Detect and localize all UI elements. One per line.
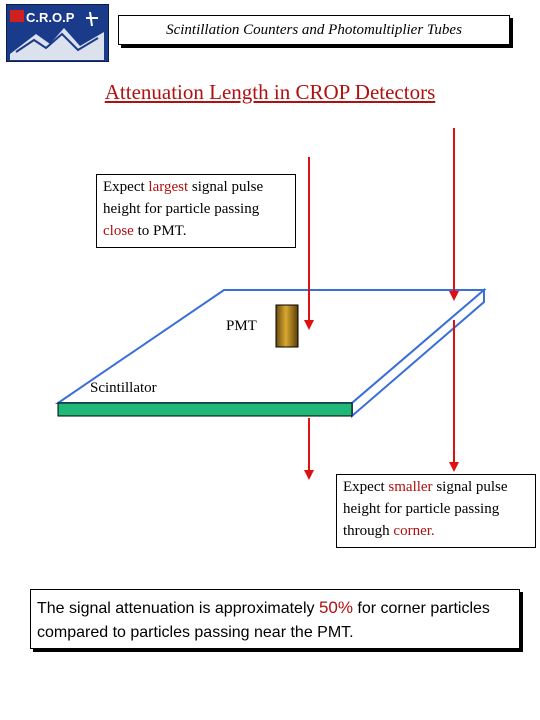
callout-text: Expect xyxy=(343,479,389,495)
callout-text: Expect xyxy=(103,179,149,195)
callout-text: signal pulse height for particle passing xyxy=(103,179,264,217)
crop-logo: C.R.O.P xyxy=(5,3,110,63)
arrowhead-corner-exit xyxy=(449,462,459,472)
header-title: Scintillation Counters and Photomultipli… xyxy=(118,15,510,45)
callout-highlight: corner. xyxy=(393,523,435,539)
callout-text: signal pulse height for particle passing… xyxy=(343,479,508,539)
conclusion-highlight: 50% xyxy=(318,598,353,617)
pmt-label: PMT xyxy=(226,318,257,334)
conclusion-text: The signal attenuation is approximately xyxy=(37,600,319,617)
callout-text: to PMT. xyxy=(133,223,187,239)
arrowhead-corner xyxy=(449,291,459,301)
arrowhead-near-pmt-exit xyxy=(304,470,314,480)
callout-smaller-signal: Expect smaller signal pulse height for p… xyxy=(336,474,536,548)
conclusion-text: for corner particles compared to particl… xyxy=(37,600,490,641)
callout-highlight: close xyxy=(103,223,134,239)
conclusion-box: The signal attenuation is approximately … xyxy=(30,589,520,649)
pmt-tube xyxy=(275,304,299,348)
scintillator-label: Scintillator xyxy=(90,380,157,396)
callout-highlight: largest xyxy=(148,179,189,195)
logo-text: C.R.O.P xyxy=(26,10,75,25)
arrowhead-near-pmt xyxy=(304,320,314,330)
callout-highlight: smaller xyxy=(388,479,433,495)
callout-largest-signal: Expect largest signal pulse height for p… xyxy=(96,174,296,248)
scintillator-front-edge xyxy=(57,402,353,417)
slide-title: Attenuation Length in CROP Detectors xyxy=(104,80,436,104)
